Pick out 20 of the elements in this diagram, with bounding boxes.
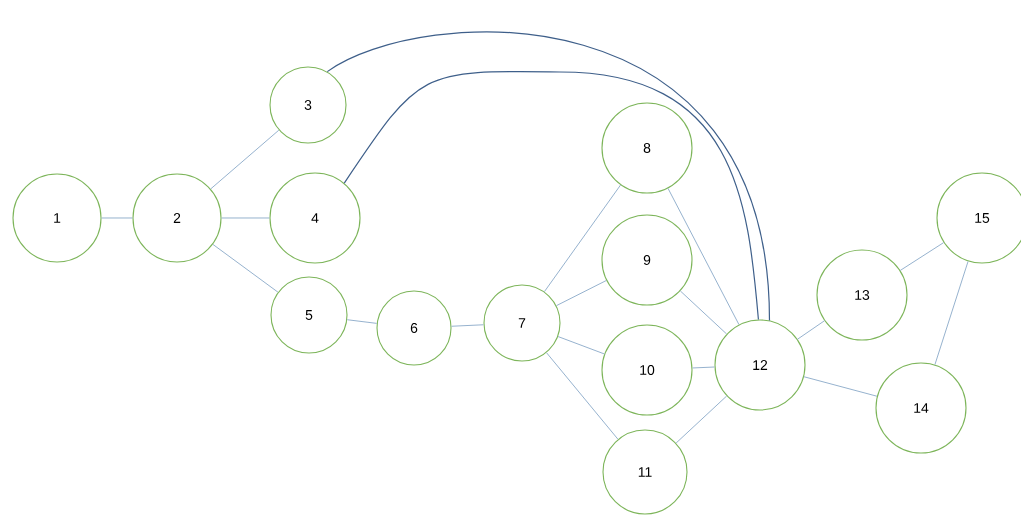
connector-line: [221, 217, 270, 219]
connector-line: [546, 352, 619, 440]
connector-line: [797, 320, 825, 340]
connector-line: [667, 187, 740, 326]
connector-line: [101, 217, 133, 219]
connector-line: [803, 376, 878, 397]
connector-line: [557, 336, 605, 355]
connector-line: [212, 243, 279, 293]
connector-line: [343, 71, 759, 321]
connector-line: [346, 319, 378, 324]
connector-line: [692, 366, 715, 369]
connector-line: [679, 290, 728, 335]
connector-line: [543, 184, 621, 293]
connector-line: [210, 129, 280, 190]
connector-line: [675, 395, 728, 444]
connector-line: [451, 324, 484, 327]
connector-line: [934, 260, 969, 366]
connector-line: [326, 31, 771, 322]
connector-line: [899, 242, 945, 271]
connector-line: [555, 280, 607, 307]
